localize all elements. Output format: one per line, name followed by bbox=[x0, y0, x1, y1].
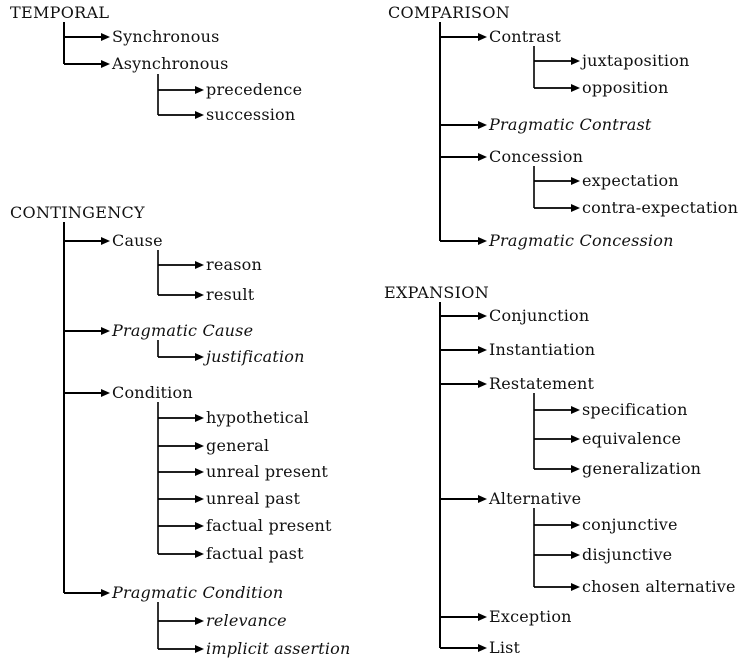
leaf-justification: justification bbox=[206, 347, 305, 366]
arrow-icon-specification bbox=[571, 406, 580, 414]
arrow-icon-implicit-assertion bbox=[195, 645, 204, 653]
arrow-icon-factual-present bbox=[195, 522, 204, 530]
arrow-icon-conjunctive bbox=[571, 521, 580, 529]
arrow-icon-condition bbox=[101, 389, 110, 397]
arrow-icon-conjunction bbox=[478, 312, 487, 320]
leaf-chosen-alternative: chosen alternative bbox=[582, 577, 736, 596]
arrow-icon-opposition bbox=[571, 84, 580, 92]
leaf-hypothetical: hypothetical bbox=[206, 408, 309, 427]
node-conjunction: Conjunction bbox=[489, 306, 590, 325]
arrow-icon-succession bbox=[195, 111, 204, 119]
arrow-icon-alternative bbox=[478, 495, 487, 503]
arrow-icon-general bbox=[195, 442, 204, 450]
leaf-reason: reason bbox=[206, 255, 263, 274]
node-synchronous: Synchronous bbox=[112, 27, 220, 46]
root-label-comparison: COMPARISON bbox=[388, 3, 511, 22]
node-exception: Exception bbox=[489, 607, 572, 626]
arrow-icon-disjunctive bbox=[571, 551, 580, 559]
leaf-unreal-past: unreal past bbox=[206, 489, 301, 508]
leaf-juxtaposition: juxtaposition bbox=[582, 51, 690, 70]
arrow-icon-relevance bbox=[195, 617, 204, 625]
leaf-disjunctive: disjunctive bbox=[582, 545, 673, 564]
arrow-icon-asynchronous bbox=[101, 60, 110, 68]
node-pragmatic-condition: Pragmatic Condition bbox=[112, 583, 284, 602]
arrow-icon-precedence bbox=[195, 86, 204, 94]
arrow-icon-contrast bbox=[478, 33, 487, 41]
arrow-icon-pragmatic-contrast bbox=[478, 121, 487, 129]
arrow-icon-factual-past bbox=[195, 550, 204, 558]
arrow-icon-exception bbox=[478, 613, 487, 621]
node-instantiation: Instantiation bbox=[489, 340, 596, 359]
arrow-icon-synchronous bbox=[101, 33, 110, 41]
node-restatement: Restatement bbox=[489, 374, 595, 393]
arrow-icon-juxtaposition bbox=[571, 57, 580, 65]
node-concession: Concession bbox=[489, 147, 584, 166]
arrow-icon-expectation bbox=[571, 177, 580, 185]
arrow-icon-cause bbox=[101, 237, 110, 245]
node-pragmatic-cause: Pragmatic Cause bbox=[112, 321, 254, 340]
node-cause: Cause bbox=[112, 231, 163, 250]
arrow-icon-pragmatic-condition bbox=[101, 589, 110, 597]
leaf-succession: succession bbox=[206, 105, 296, 124]
arrow-icon-justification bbox=[195, 353, 204, 361]
node-contrast: Contrast bbox=[489, 27, 562, 46]
leaf-generalization: generalization bbox=[582, 459, 702, 478]
leaf-expectation: expectation bbox=[582, 171, 679, 190]
leaf-precedence: precedence bbox=[206, 80, 303, 99]
leaf-contra-expectation: contra-expectation bbox=[582, 198, 739, 217]
leaf-general: general bbox=[206, 436, 270, 455]
arrow-icon-instantiation bbox=[478, 346, 487, 354]
node-asynchronous: Asynchronous bbox=[112, 54, 229, 73]
arrow-icon-equivalence bbox=[571, 435, 580, 443]
arrow-icon-generalization bbox=[571, 465, 580, 473]
node-pragmatic-contrast: Pragmatic Contrast bbox=[489, 115, 652, 134]
arrow-icon-chosen-alternative bbox=[571, 583, 580, 591]
leaf-unreal-present: unreal present bbox=[206, 462, 329, 481]
arrow-icon-concession bbox=[478, 153, 487, 161]
arrow-icon-pragmatic-cause bbox=[101, 327, 110, 335]
leaf-implicit-assertion: implicit assertion bbox=[206, 639, 351, 658]
node-condition: Condition bbox=[112, 383, 193, 402]
arrow-icon-unreal-present bbox=[195, 468, 204, 476]
root-label-expansion: EXPANSION bbox=[384, 283, 490, 302]
arrow-icon-list bbox=[478, 644, 487, 652]
leaf-factual-present: factual present bbox=[206, 516, 332, 535]
arrow-icon-contra-expectation bbox=[571, 204, 580, 212]
leaf-opposition: opposition bbox=[582, 78, 669, 97]
leaf-equivalence: equivalence bbox=[582, 429, 682, 448]
arrow-icon-pragmatic-concession bbox=[478, 237, 487, 245]
arrow-icon-reason bbox=[195, 261, 204, 269]
root-label-temporal: TEMPORAL bbox=[10, 3, 110, 22]
arrow-icon-unreal-past bbox=[195, 495, 204, 503]
leaf-factual-past: factual past bbox=[206, 544, 304, 563]
leaf-specification: specification bbox=[582, 400, 688, 419]
root-label-contingency: CONTINGENCY bbox=[10, 203, 145, 222]
node-list: List bbox=[489, 638, 521, 657]
node-alternative: Alternative bbox=[489, 489, 582, 508]
arrow-icon-restatement bbox=[478, 380, 487, 388]
arrow-icon-hypothetical bbox=[195, 414, 204, 422]
leaf-result: result bbox=[206, 285, 255, 304]
leaf-conjunctive: conjunctive bbox=[582, 515, 678, 534]
leaf-relevance: relevance bbox=[206, 611, 287, 630]
node-pragmatic-concession: Pragmatic Concession bbox=[489, 231, 674, 250]
arrow-icon-result bbox=[195, 291, 204, 299]
